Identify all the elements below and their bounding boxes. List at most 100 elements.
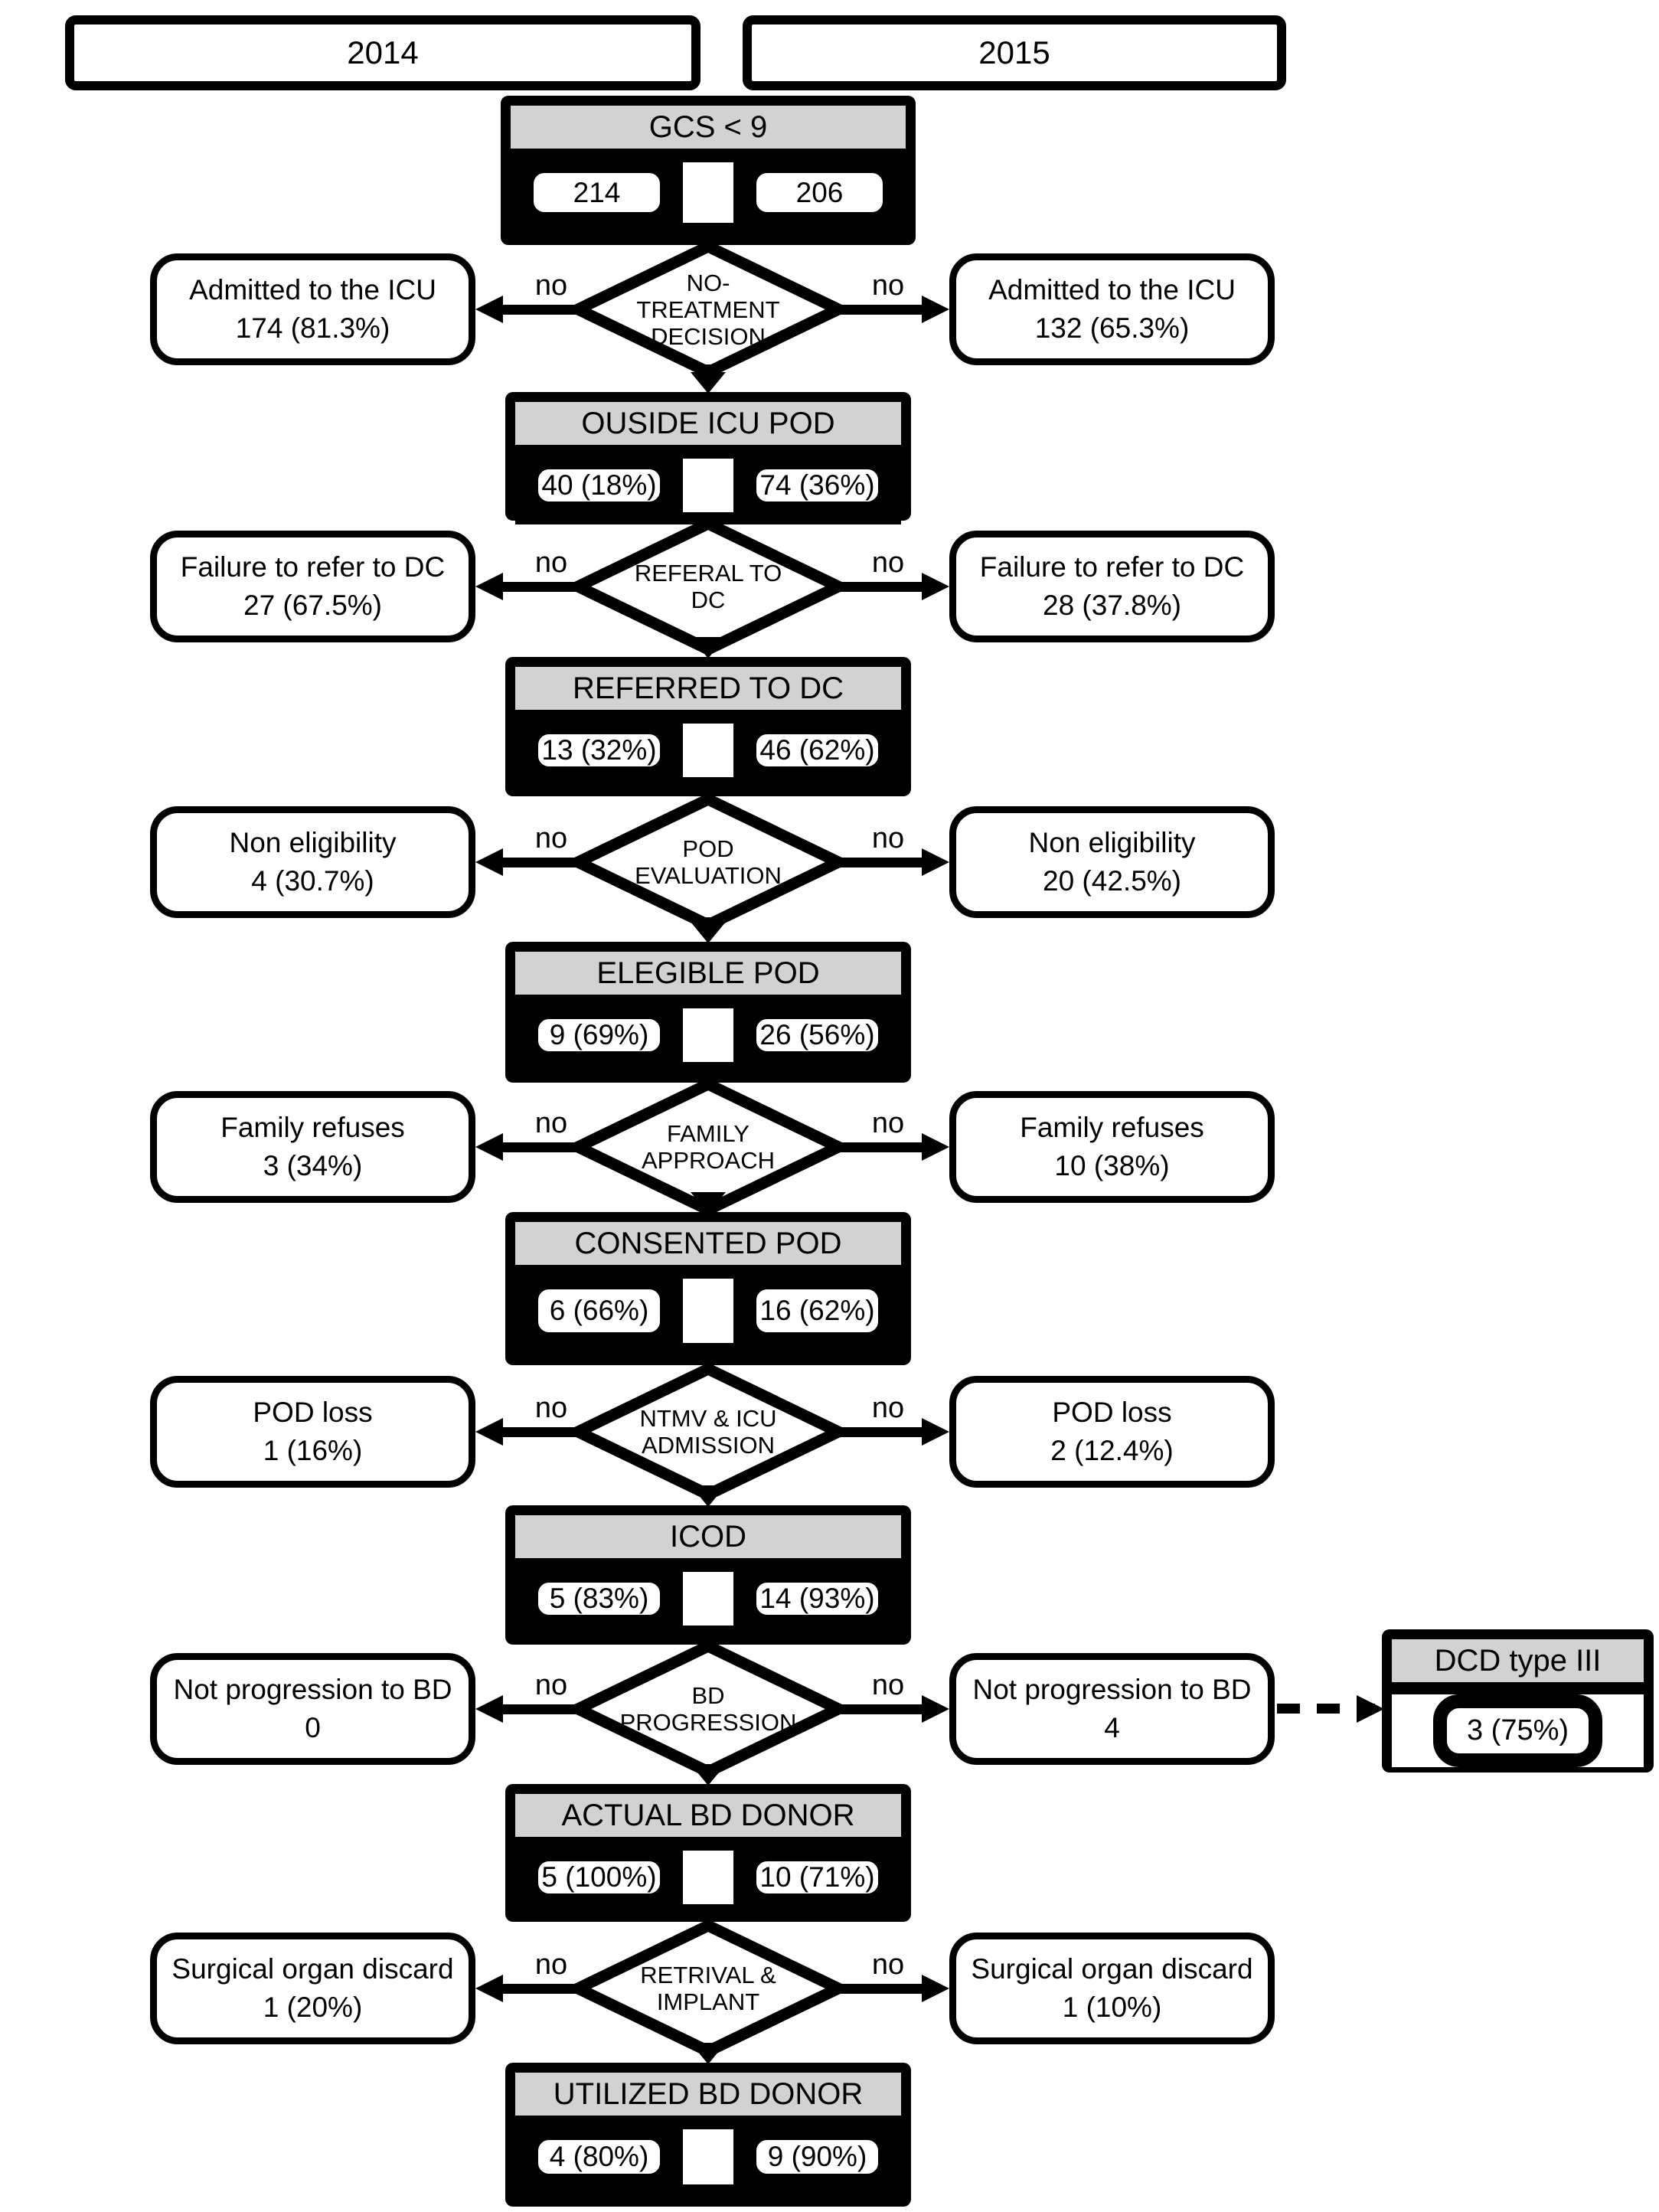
no-label-left: no xyxy=(534,822,568,854)
no-label-right: no xyxy=(871,547,905,579)
arrow-left-icon xyxy=(475,296,503,323)
outcome-value: 2 (12.4%) xyxy=(1050,1435,1174,1466)
outcome-value: 1 (20%) xyxy=(263,1991,363,2023)
outcome-value: 1 (10%) xyxy=(1062,1991,1162,2023)
arrow-left-icon xyxy=(475,848,503,876)
year-label: 2014 xyxy=(347,34,419,70)
stage-title: REFERRED TO DC xyxy=(515,667,901,710)
value-2014: 5 (83%) xyxy=(527,1572,671,1626)
stage-title: ACTUAL BD DONOR xyxy=(515,1794,901,1837)
decision-label: FAMILY APPROACH xyxy=(642,1120,775,1174)
arrow-down-icon xyxy=(691,1485,726,1507)
value-cell-2015: 46 (62%) xyxy=(733,724,901,777)
value-2014: 9 (69%) xyxy=(527,1008,671,1062)
no-label-right: no xyxy=(871,270,905,302)
outcome-box-left: POD loss 1 (16%) xyxy=(150,1376,475,1488)
outcome-value: 28 (37.8%) xyxy=(1043,590,1181,621)
no-label-right: no xyxy=(871,1392,905,1424)
value-cell-2014: 6 (66%) xyxy=(515,1279,683,1343)
value-gap xyxy=(683,1572,733,1626)
stage-title: GCS < 9 xyxy=(511,106,906,149)
outcome-label: Surgical organ discard xyxy=(171,1953,454,1985)
stage-values: 6 (66%) 16 (62%) xyxy=(515,1265,901,1355)
stage-values: 40 (18%) 74 (36%) xyxy=(515,445,901,524)
stage-box-utilized-bd-donor: UTILIZED BD DONOR 4 (80%) 9 (90%) xyxy=(505,2063,911,2207)
decision-label: REFERAL TO DC xyxy=(634,560,782,613)
outcome-label: POD loss xyxy=(1052,1397,1172,1428)
outcome-box-right: Admitted to the ICU 132 (65.3%) xyxy=(949,253,1275,365)
outcome-value: 174 (81.3%) xyxy=(235,312,390,344)
outcome-box-left: Failure to refer to DC 27 (67.5%) xyxy=(150,531,475,642)
stage-values: 4 (80%) 9 (90%) xyxy=(515,2116,901,2197)
outcome-label: Non eligibility xyxy=(1028,827,1196,858)
outcome-label: Not progression to BD xyxy=(173,1674,452,1705)
outcome-label: Not progression to BD xyxy=(972,1674,1252,1705)
arrow-left-icon xyxy=(475,1418,503,1446)
value-cell-2014: 13 (32%) xyxy=(515,724,683,777)
outcome-value: 3 (34%) xyxy=(263,1150,363,1181)
decision-label: POD EVALUATION xyxy=(635,835,782,889)
outcome-label: Surgical organ discard xyxy=(971,1953,1253,1985)
value-2014: 40 (18%) xyxy=(527,459,671,512)
value-gap xyxy=(683,1851,733,1904)
outcome-value: 4 (30.7%) xyxy=(251,865,374,897)
value-cell-2015: 206 xyxy=(733,162,906,223)
no-label-right: no xyxy=(871,1107,905,1139)
no-label-left: no xyxy=(534,1392,568,1424)
stage-values: 9 (69%) 26 (56%) xyxy=(515,995,901,1074)
arrow-down-icon xyxy=(691,2043,726,2064)
stage-values: 13 (32%) 46 (62%) xyxy=(515,710,901,789)
arrow-down-icon xyxy=(691,922,726,943)
value-gap xyxy=(683,162,733,223)
stage-box-icod: ICOD 5 (83%) 14 (93%) xyxy=(505,1505,911,1645)
no-arrow-right-line xyxy=(837,582,923,592)
outcome-box-left: Family refuses 3 (34%) xyxy=(150,1091,475,1203)
no-arrow-left-line xyxy=(500,582,580,592)
no-arrow-left-line xyxy=(500,1427,580,1437)
decision-label: RETRIVAL & IMPLANT xyxy=(640,1962,776,2015)
no-arrow-right-line xyxy=(837,1704,923,1714)
value-2015: 74 (36%) xyxy=(746,459,889,512)
value-gap xyxy=(683,724,733,777)
arrow-left-icon xyxy=(475,1695,503,1723)
no-arrow-left-line xyxy=(500,858,580,867)
decision-label: NTMV & ICU ADMISSION xyxy=(639,1405,777,1459)
no-arrow-left-line xyxy=(500,305,580,315)
value-2014: 5 (100%) xyxy=(527,1851,671,1904)
outcome-value: 27 (67.5%) xyxy=(243,590,382,621)
stage-values: 214 206 xyxy=(511,149,906,235)
no-label-left: no xyxy=(534,1669,568,1701)
value-2015: 9 (90%) xyxy=(746,2129,889,2184)
no-label-left: no xyxy=(534,1949,568,1981)
arrow-right-icon xyxy=(922,573,949,600)
value-2014: 6 (66%) xyxy=(527,1279,671,1343)
arrow-down-icon xyxy=(691,372,726,394)
arrow-down-icon xyxy=(691,1764,726,1786)
no-label-left: no xyxy=(534,1107,568,1139)
value-cell-2015: 14 (93%) xyxy=(733,1572,901,1626)
outcome-label: Family refuses xyxy=(1020,1112,1204,1143)
value-2015: 10 (71%) xyxy=(746,1851,889,1904)
value-cell-2014: 40 (18%) xyxy=(515,459,683,512)
value-cell-2014: 214 xyxy=(511,162,683,223)
outcome-value: 20 (42.5%) xyxy=(1043,865,1181,897)
outcome-box-right: Family refuses 10 (38%) xyxy=(949,1091,1275,1203)
stage-box-outside-icu-pod: OUSIDE ICU POD 40 (18%) 74 (36%) xyxy=(505,392,911,524)
arrow-right-icon xyxy=(922,1133,949,1161)
outcome-box-right: Non eligibility 20 (42.5%) xyxy=(949,806,1275,918)
dcd-values: 3 (75%) xyxy=(1392,1682,1644,1767)
stage-box-elegible-pod: ELEGIBLE POD 9 (69%) 26 (56%) xyxy=(505,942,911,1083)
outcome-label: Non eligibility xyxy=(229,827,397,858)
value-2015: 46 (62%) xyxy=(746,724,889,777)
outcome-box-left: Admitted to the ICU 174 (81.3%) xyxy=(150,253,475,365)
outcome-value: 132 (65.3%) xyxy=(1034,312,1190,344)
outcome-label: Admitted to the ICU xyxy=(988,274,1236,305)
dcd-type-iii-box: DCD type III 3 (75%) xyxy=(1382,1629,1654,1773)
outcome-value: 0 xyxy=(305,1712,321,1743)
stage-box-gcs: GCS < 9 214 206 xyxy=(501,96,916,245)
no-label-left: no xyxy=(534,547,568,579)
value-2015: 206 xyxy=(746,162,893,223)
outcome-label: Family refuses xyxy=(220,1112,405,1143)
outcome-value: 4 xyxy=(1104,1712,1120,1743)
